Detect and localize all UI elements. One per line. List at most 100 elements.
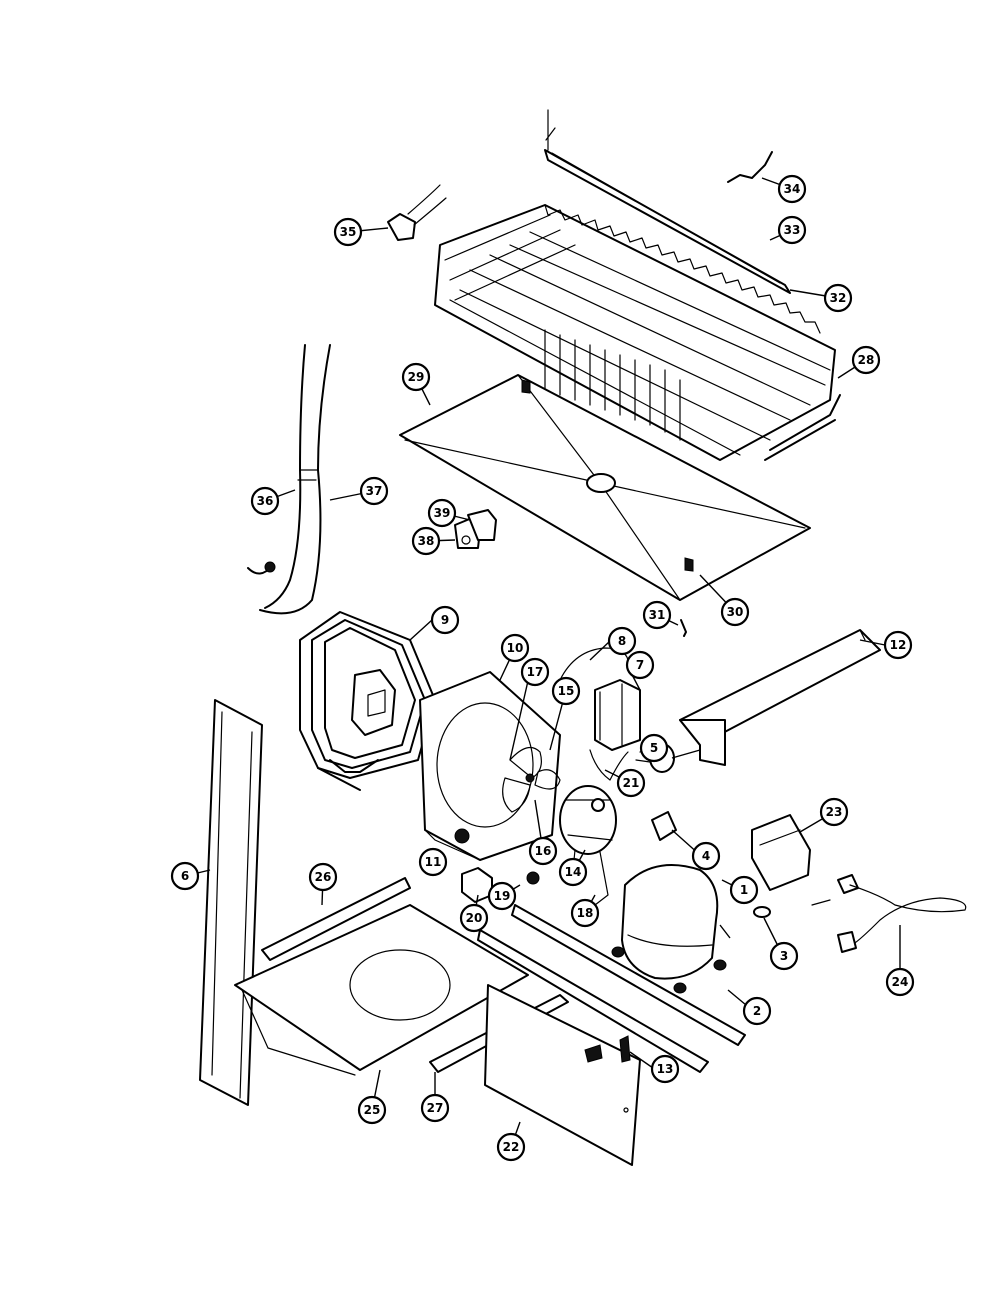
callout-27: 27 [420,1093,450,1123]
callout-label-2: 2 [753,1004,761,1018]
callout-label-34: 34 [784,182,801,196]
callout-label-18: 18 [577,906,594,920]
callout-label-37: 37 [366,484,383,498]
grommet-11 [454,828,470,844]
callout-32: 32 [823,283,853,313]
callout-21: 21 [616,768,646,798]
callout-label-28: 28 [858,353,875,367]
callout-4: 4 [691,841,721,871]
callout-label-13: 13 [657,1062,674,1076]
callout-17: 17 [520,657,550,687]
coil-assembly-28 [434,204,841,461]
callout-25: 25 [357,1095,387,1125]
callout-10: 10 [500,633,530,663]
callout-label-27: 27 [427,1101,444,1115]
callout-22: 22 [496,1132,526,1162]
callout-label-29: 29 [408,370,425,384]
callout-37: 37 [359,476,389,506]
callout-15: 15 [551,676,581,706]
compressor-1 [611,864,727,994]
callout-label-3: 3 [780,949,788,963]
callout-13: 13 [650,1054,680,1084]
callout-label-9: 9 [441,613,449,627]
callout-26: 26 [308,862,338,892]
defrost-timer-23 [751,814,811,891]
condenser-9 [299,611,436,791]
wire-clip-34 [727,151,773,183]
callout-label-32: 32 [830,291,847,305]
callout-label-25: 25 [364,1103,381,1117]
callout-label-20: 20 [466,911,483,925]
callout-label-12: 12 [890,638,907,652]
callout-label-38: 38 [418,534,435,548]
callout-label-15: 15 [558,684,575,698]
callout-label-11: 11 [425,855,442,869]
callout-label-17: 17 [527,665,544,679]
grommet-19 [526,871,540,885]
screw-31 [680,619,687,637]
callout-label-5: 5 [650,741,658,755]
callout-label-6: 6 [181,869,189,883]
callout-8: 8 [607,626,637,656]
callout-11: 11 [418,847,448,877]
callout-19: 19 [487,881,517,911]
callout-16: 16 [528,836,558,866]
callout-30: 30 [720,597,750,627]
callout-label-10: 10 [507,641,524,655]
callout-label-23: 23 [826,805,843,819]
callout-label-14: 14 [565,865,582,879]
callout-24: 24 [885,967,915,997]
callout-12: 12 [883,630,913,660]
drain-tubes-36-37 [247,344,331,615]
callout-14: 14 [558,857,588,887]
callout-28: 28 [851,345,881,375]
wire-21 [589,749,629,781]
fan-blade-15 [502,746,561,813]
callout-36: 36 [250,486,280,516]
callout-33: 33 [777,215,807,245]
side-panel-6 [199,699,263,1106]
callout-31: 31 [642,600,672,630]
callout-label-33: 33 [784,223,801,237]
top-rail [544,109,791,294]
bracket-38-39 [454,509,497,549]
callout-label-26: 26 [315,870,332,884]
callout-label-31: 31 [649,608,666,622]
callout-label-36: 36 [257,494,274,508]
callout-18: 18 [570,898,600,928]
callout-9: 9 [430,605,460,635]
callout-7: 7 [625,650,655,680]
callout-label-16: 16 [535,844,552,858]
callout-35: 35 [333,217,363,247]
callout-label-22: 22 [503,1140,520,1154]
relay-4 [651,811,677,841]
fan-shroud-10 [419,671,561,861]
callout-label-21: 21 [623,776,640,790]
callout-20: 20 [459,903,489,933]
clip-35 [387,184,447,241]
callout-label-24: 24 [892,975,909,989]
drain-tray-29 [399,374,811,601]
callout-label-1: 1 [740,883,748,897]
shield-panel-12 [679,629,881,766]
callout-5: 5 [639,733,669,763]
washer-3 [753,906,771,918]
callout-6: 6 [170,861,200,891]
callout-34: 34 [777,174,807,204]
callout-label-8: 8 [618,634,626,648]
callout-2: 2 [742,996,772,1026]
callout-29: 29 [401,362,431,392]
relay-bracket-7 [559,647,641,751]
callout-label-30: 30 [727,605,744,619]
callout-label-39: 39 [434,506,451,520]
callout-label-7: 7 [636,658,644,672]
callout-label-35: 35 [340,225,357,239]
callout-23: 23 [819,797,849,827]
callout-38: 38 [411,526,441,556]
fan-motor-14 [559,785,617,906]
power-cord-24 [811,874,967,953]
callout-label-19: 19 [494,889,511,903]
callout-label-4: 4 [702,849,710,863]
base-pan-25 [234,877,529,1076]
callout-1: 1 [729,875,759,905]
